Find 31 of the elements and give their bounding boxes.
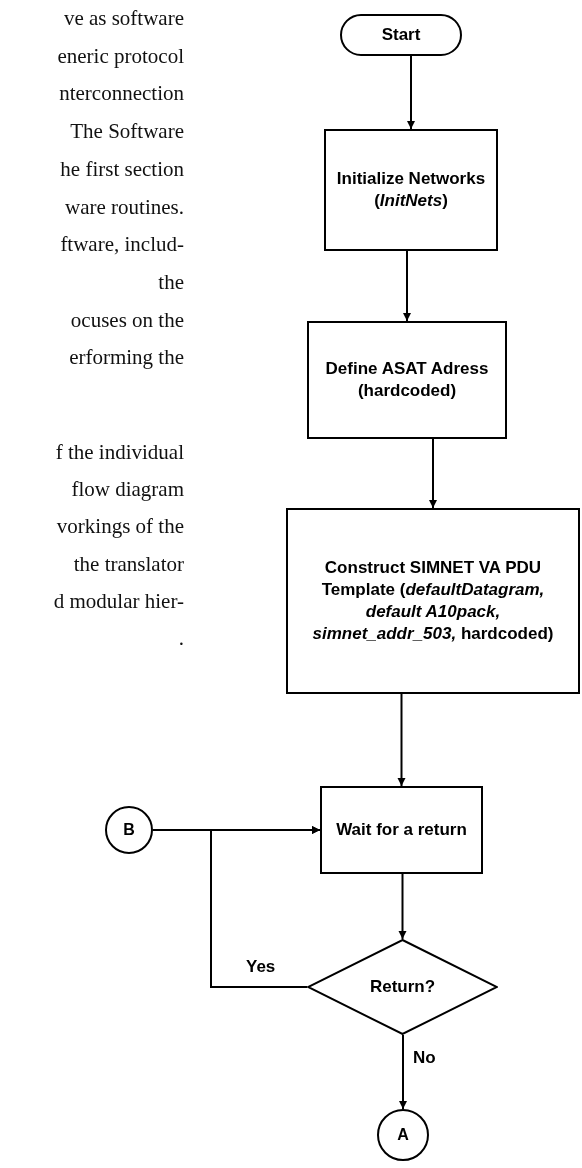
body-text-line: ftware, includ- [60,232,184,258]
arrow [210,826,321,988]
body-text-line: the translator [73,551,184,577]
body-text-line: . [178,626,184,651]
body-text-line: nterconnection [59,81,184,107]
body-text-line: The Software [70,119,184,145]
process-box: Initialize Networks (InitNets) [324,129,498,251]
body-text-line: eneric protocol [57,43,184,69]
body-text-line: d modular hier- [53,588,184,614]
process-box: Construct SIMNET VA PDU Template (defaultDatagram, default A10pack, simnet_addr_503, hardcoded) [286,508,580,694]
body-text-line: ocuses on the [70,307,184,333]
decision-diamond: Return? [307,939,498,1035]
connector-circle: B [105,806,153,854]
body-text-line: erforming the [69,345,184,371]
arrow [429,438,437,509]
body-text-line: ve as software [63,6,184,31]
body-text-line: he first section [60,156,184,182]
start-terminal: Start [340,14,462,56]
arrow [399,1034,407,1110]
body-text-line: vorkings of the [56,514,184,540]
arrow [407,55,415,130]
process-box: Define ASAT Adress (hardcoded) [307,321,507,439]
arrow [403,250,411,322]
process-box: Wait for a return [320,786,483,874]
arrow [397,693,406,787]
body-text-line: f the individual [55,440,184,465]
connector-circle: A [377,1109,429,1161]
body-text-line: flow diagram [71,477,184,503]
body-text-line: the [158,269,184,295]
body-text-line: ware routines. [65,194,184,220]
arrow [398,873,407,940]
